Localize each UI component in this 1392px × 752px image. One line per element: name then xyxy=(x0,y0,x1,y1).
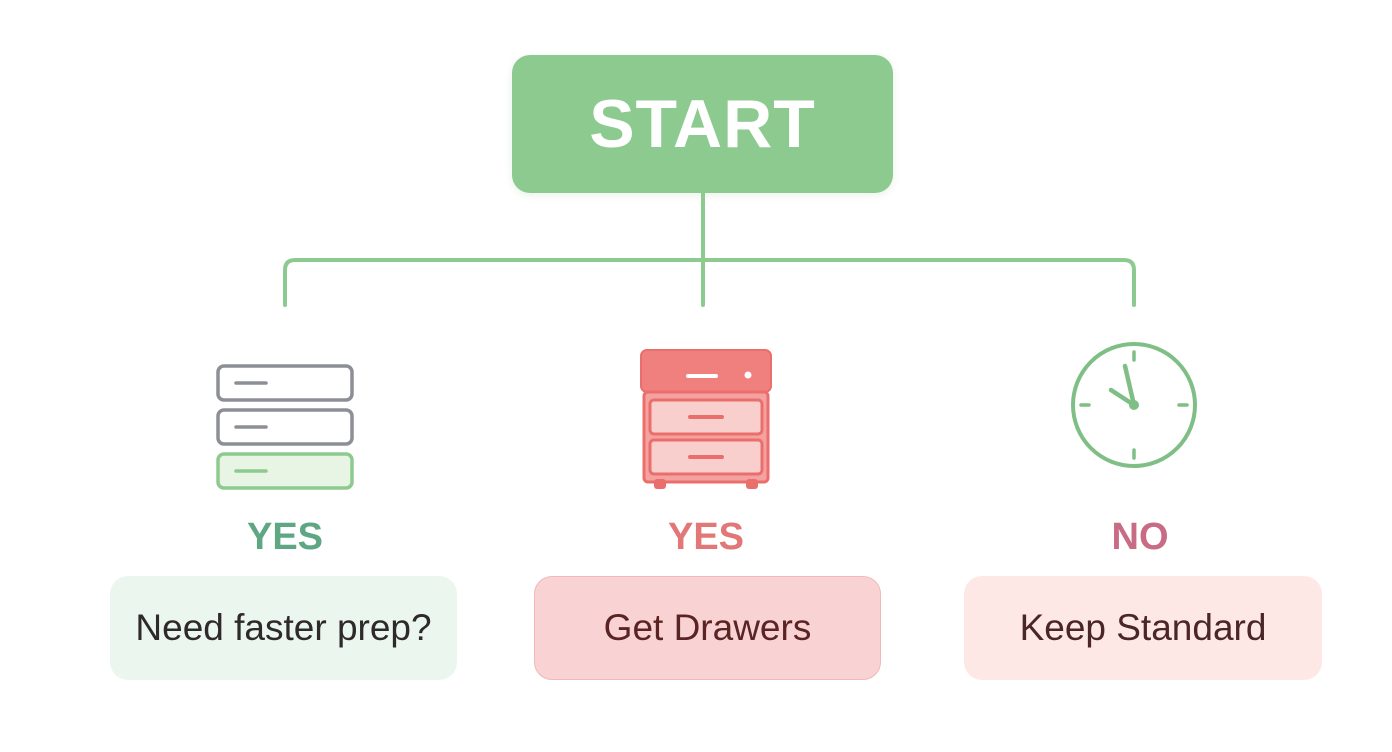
stacked-trays-icon xyxy=(216,364,354,490)
outcome-label: Get Drawers xyxy=(603,607,812,648)
outcome-box-faster-prep: Need faster prep? xyxy=(110,576,457,680)
outcome-box-get-drawers: Get Drawers xyxy=(534,576,881,680)
answer-no-right: NO xyxy=(1111,516,1169,558)
clock-icon xyxy=(1071,342,1197,468)
drawer-cabinet-icon xyxy=(640,349,772,489)
outcome-label: Need faster prep? xyxy=(135,607,432,648)
start-label: START xyxy=(589,86,816,162)
outcome-label: Keep Standard xyxy=(1019,607,1267,648)
start-node: START xyxy=(512,55,893,193)
answer-yes-left: YES xyxy=(246,516,324,558)
connector-horizontal xyxy=(283,258,1136,307)
answer-yes-middle: YES xyxy=(667,516,745,558)
outcome-box-keep-standard: Keep Standard xyxy=(964,576,1322,680)
